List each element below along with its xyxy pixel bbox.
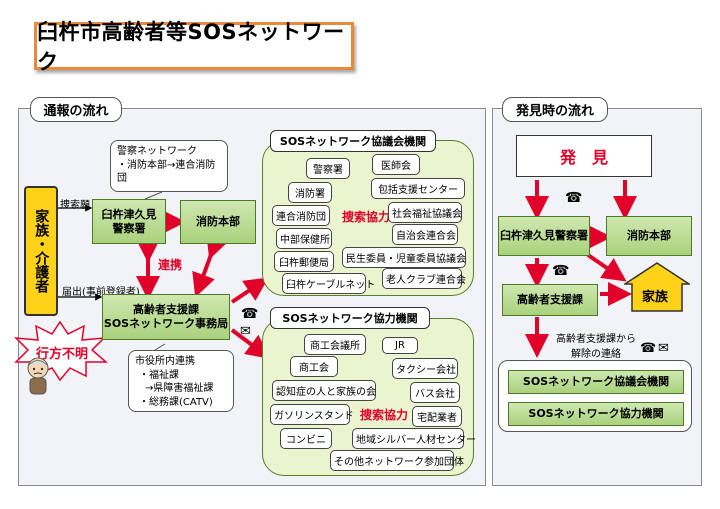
found-council-box: SOSネットワーク協議会機関 <box>508 370 684 394</box>
org-fire-corps: 連合消防団 <box>272 205 330 226</box>
police-network-note: 警察ネットワーク ・消防本部→連合消防団 <box>110 140 228 192</box>
search-request-label: 捜索願 <box>60 200 90 211</box>
found-phone-icon: ☎ <box>565 190 583 206</box>
release-note-line2: 解除の連絡 <box>571 349 621 360</box>
police-note-connector <box>144 191 163 200</box>
notify-label: 届出(事前登録者) <box>62 287 140 298</box>
org-chamber-commerce: 商工会議所 <box>304 334 366 355</box>
org-dementia-family: 認知症の人と家族の会 <box>272 380 376 401</box>
found-box: 発 見 <box>516 135 652 177</box>
found-elder-box: 高齢者支援課 <box>502 284 598 316</box>
missing-text: 行方不明 <box>36 347 89 362</box>
police-box: 臼杵津久見警察署 <box>92 199 166 244</box>
org-other-network: その他ネットワーク参加団体 <box>330 450 464 471</box>
police-network-line2: ・消防本部→連合消防団 <box>117 159 216 185</box>
cooperation-search-coop: 捜索協力 <box>360 408 409 422</box>
release-phone-icon: ☎ <box>640 341 657 356</box>
council-search-coop: 捜索協力 <box>342 210 391 224</box>
org-post-office: 臼杵郵便局 <box>274 251 334 272</box>
org-support-center: 包括支援センター <box>371 178 465 199</box>
release-mail-icon: ✉ <box>658 341 669 356</box>
found-flow-label: 発見時の流れ <box>502 97 608 122</box>
city-note-connector <box>154 343 166 351</box>
org-delivery: 宅配業者 <box>412 406 462 427</box>
found-text: 発 見 <box>559 148 608 167</box>
coop-arrow-right <box>192 232 229 298</box>
city-note-line1: 市役所内連携 <box>135 356 195 367</box>
found-fire-box: 消防本部 <box>606 216 692 256</box>
cooperation-title: SOSネットワーク協力機関 <box>270 307 430 329</box>
org-convenience-store: コンビニ <box>280 428 332 449</box>
found-cooperation-box: SOSネットワーク協力機関 <box>508 402 684 426</box>
org-silver-center: 地域シルバー人材センター <box>352 428 476 449</box>
org-gas-station: ガソリンスタンド <box>270 404 354 425</box>
org-welfare-commissioners: 民生委員・児童委員協議会 <box>342 247 466 268</box>
city-hall-note: 市役所内連携 ・福祉課 →県障害福祉課 ・総務課(CATV) <box>128 350 234 412</box>
org-cable-net: 臼杵ケーブルネット <box>282 273 375 294</box>
org-seniors-club: 老人クラブ連合会 <box>382 268 466 289</box>
org-fire-station: 消防署 <box>288 182 332 203</box>
elder-to-coop-arrow <box>230 328 271 359</box>
city-note-line3: →県障害福祉課 <box>145 383 214 394</box>
found-police-to-family-arrow <box>586 253 627 282</box>
family-caregiver-box: 家族・介護者 <box>24 186 58 316</box>
council-title: SOSネットワーク協議会機関 <box>270 130 436 152</box>
coop-label: 連携 <box>158 258 183 272</box>
mail-icon: ✉ <box>240 324 251 339</box>
page-title: 臼杵市高齢者等SOSネットワーク <box>34 20 354 74</box>
report-flow-label: 通報の流れ <box>30 97 122 122</box>
found-family-text: 家族 <box>642 290 669 305</box>
phone-icon: ☎ <box>241 306 259 322</box>
elderly-person-icon <box>22 356 54 396</box>
city-note-line2: ・福祉課 <box>139 369 179 381</box>
elder-division-box: 高齢者支援課 SOSネットワーク事務局 <box>102 294 230 340</box>
found-police-box: 臼杵津久見警察署 <box>498 216 590 256</box>
org-residents-assoc: 自治会連合会 <box>392 224 458 245</box>
org-jr: JR <box>382 337 418 354</box>
elder-division-line2: SOSネットワーク事務局 <box>103 317 229 330</box>
org-social-welfare: 社会福祉協議会 <box>388 202 462 223</box>
page-title-text: 臼杵市高齢者等SOSネットワーク <box>37 20 345 74</box>
org-commerce-assoc: 商工会 <box>290 356 338 377</box>
org-health-center: 中部保健所 <box>276 228 332 249</box>
org-bus: バス会社 <box>410 382 460 403</box>
release-note-line1: 高齢者支援課から <box>556 334 636 345</box>
found-phone-icon-2: ☎ <box>552 263 570 279</box>
release-note: 高齢者支援課から 解除の連絡 <box>556 330 636 360</box>
elder-division-line1: 高齢者支援課 <box>133 303 199 317</box>
org-taxi: タクシー会社 <box>392 358 458 379</box>
city-note-line4: ・総務課(CATV) <box>139 396 213 408</box>
org-medical-assoc: 医師会 <box>372 154 420 175</box>
found-family-house: 家族 <box>624 262 690 312</box>
org-police-station: 警察署 <box>306 158 350 179</box>
elder-to-council-arrow <box>230 277 269 304</box>
police-network-line1: 警察ネットワーク <box>117 146 197 157</box>
fire-dept-box: 消防本部 <box>180 200 256 244</box>
